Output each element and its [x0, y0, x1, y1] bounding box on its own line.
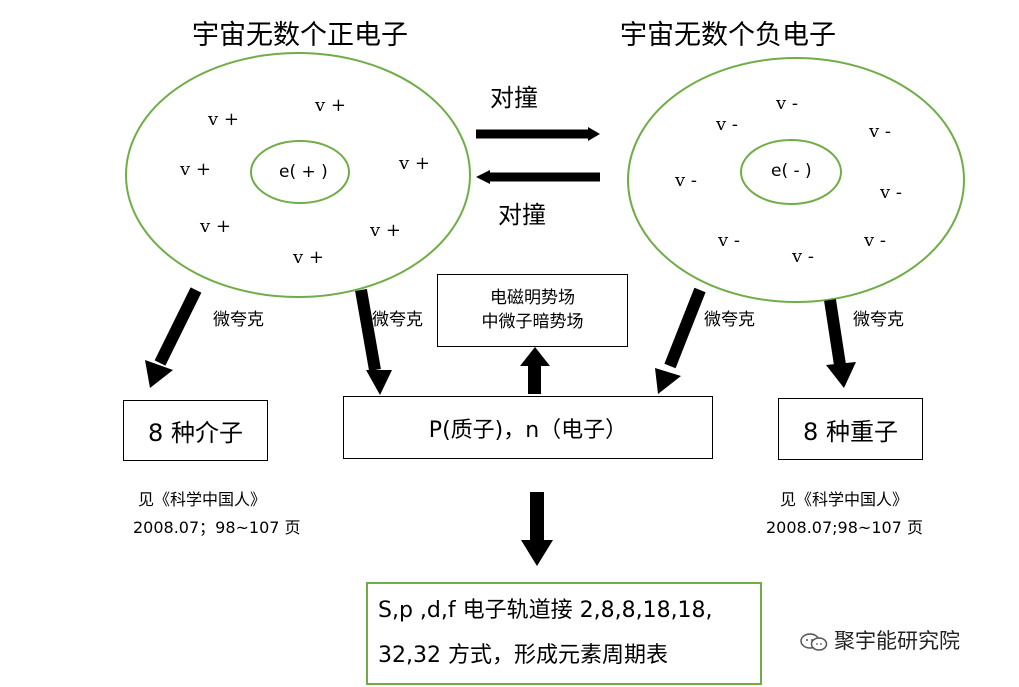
right-universe-title: 宇宙无数个负电子: [620, 20, 836, 51]
quark-label: 微夸克: [213, 310, 264, 330]
collision-arrow-left-head: [476, 170, 490, 184]
orbital-box-line1: S,p ,d,f 电子轨道接 2,8,8,18,18,: [378, 597, 713, 623]
nucleon-box: P(质子)，n（电子）: [343, 396, 713, 459]
field-box-line1: 电磁明势场: [490, 287, 575, 308]
left-universe-ellipse: [125, 52, 471, 298]
right-core-ellipse: [740, 139, 842, 205]
arrow-up-head: [520, 347, 550, 366]
right-particle-label: v -: [864, 230, 886, 251]
ref-left-line1: 见《科学中国人》: [138, 490, 267, 509]
arrow-down-shaft: [530, 492, 544, 542]
right-particle-label: v -: [880, 182, 902, 203]
collision-label-bottom: 对撞: [498, 201, 546, 229]
quark-label: 微夸克: [704, 310, 755, 330]
chat-bubbles-icon: [800, 633, 828, 651]
arrow-left-to-nucleon-head: [366, 370, 392, 395]
arrow-to-baryons-head: [826, 362, 856, 388]
arrow-up-shaft: [528, 364, 541, 394]
arrow-to-mesons-shaft: [154, 287, 202, 366]
nucleon-box-label: P(质子)，n（电子）: [428, 417, 628, 443]
right-universe-ellipse: [627, 57, 965, 303]
left-particle-label: v +: [315, 95, 346, 116]
arrow-right-to-nucleon-shaft: [664, 287, 706, 369]
right-particle-label: v -: [718, 230, 740, 251]
ref-right-line2: 2008.07;98~107 页: [766, 518, 923, 537]
left-particle-label: v +: [200, 216, 231, 237]
watermark-text: 聚宇能研究院: [834, 629, 960, 653]
arrow-down-head: [521, 540, 553, 566]
mesons-box: 8 种介子: [123, 400, 268, 461]
quark-label: 微夸克: [853, 310, 904, 330]
right-particle-label: v -: [716, 114, 738, 135]
left-core-label: e( + ): [279, 162, 328, 182]
right-particle-label: v -: [869, 121, 891, 142]
right-particle-label: v -: [792, 246, 814, 267]
collision-arrow-right-head: [588, 127, 600, 141]
left-core-ellipse: [250, 140, 350, 204]
ref-left-line2: 2008.07；98~107 页: [133, 518, 301, 537]
collision-label-top: 对撞: [490, 84, 538, 112]
right-particle-label: v -: [675, 170, 697, 191]
mesons-box-label: 8 种介子: [148, 419, 243, 447]
arrow-to-mesons-head: [145, 360, 173, 388]
arrow-to-baryons-shaft: [824, 299, 846, 366]
left-particle-label: v +: [208, 109, 239, 130]
left-particle-label: v +: [180, 159, 211, 180]
orbital-box-line2: 32,32 方式，形成元素周期表: [378, 643, 668, 669]
left-particle-label: v +: [399, 153, 430, 174]
left-universe-title: 宇宙无数个正电子: [192, 20, 408, 51]
left-particle-label: v +: [370, 220, 401, 241]
arrow-right-to-nucleon-head: [655, 368, 681, 394]
field-box: 电磁明势场 中微子暗势场: [437, 274, 628, 347]
right-core-label: e( - ): [771, 161, 812, 181]
left-particle-label: v +: [293, 247, 324, 268]
baryons-box-label: 8 种重子: [803, 417, 898, 446]
ref-right-line1: 见《科学中国人》: [780, 490, 909, 509]
field-box-line2: 中微子暗势场: [481, 311, 584, 332]
orbital-box: S,p ,d,f 电子轨道接 2,8,8,18,18, 32,32 方式，形成元…: [366, 582, 762, 685]
right-particle-label: v -: [776, 93, 798, 114]
quark-label: 微夸克: [372, 310, 423, 330]
arrow-left-to-nucleon-shaft: [355, 288, 381, 372]
baryons-box: 8 种重子: [778, 398, 923, 460]
